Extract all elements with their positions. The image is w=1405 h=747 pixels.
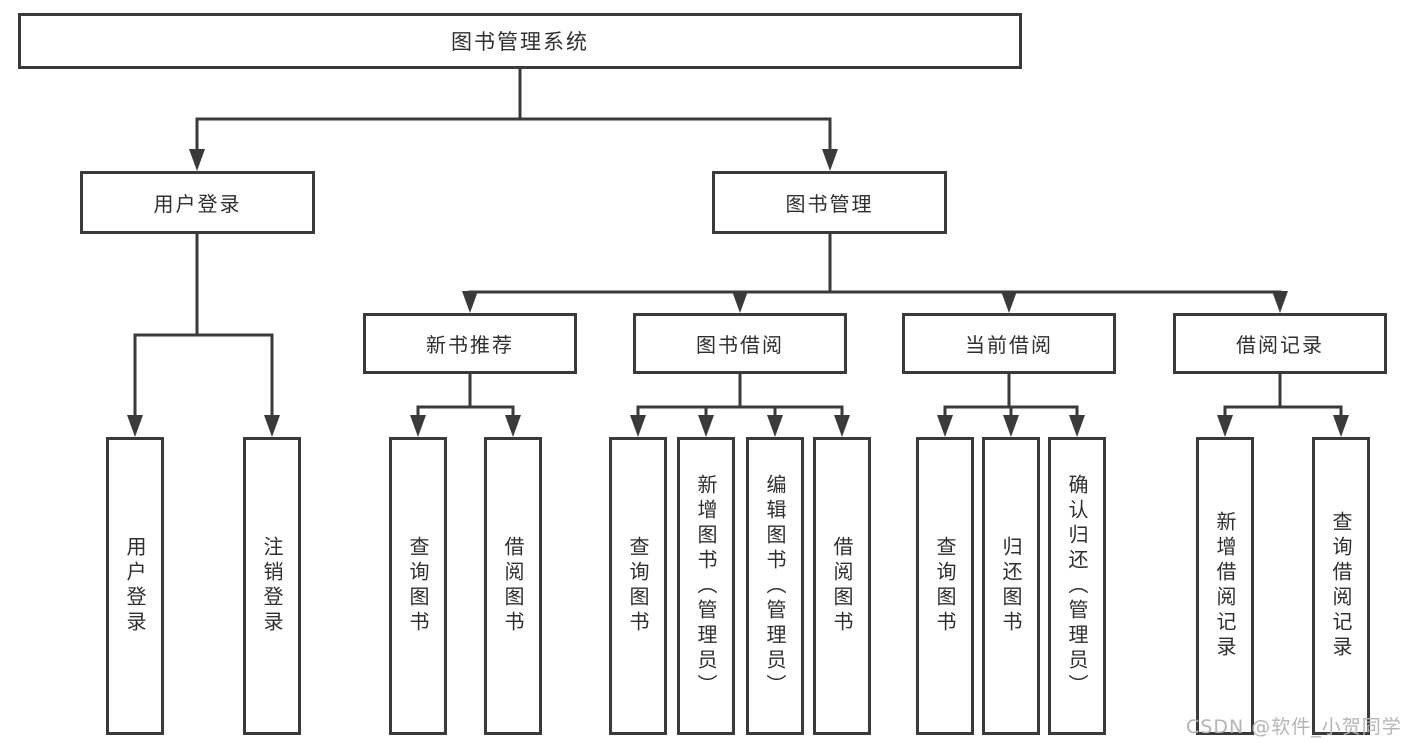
node-label: 图书借阅 xyxy=(696,333,784,357)
node-new-book-recommendation: 新书推荐 xyxy=(363,313,577,374)
node-label: 借阅图书 xyxy=(501,536,525,636)
leaf-return-book: 归还图书 xyxy=(982,437,1040,735)
leaf-edit-book-admin: 编辑图书（管理员） xyxy=(746,437,804,735)
leaf-add-borrow-record: 新增借阅记录 xyxy=(1196,437,1254,735)
node-label: 新增借阅记录 xyxy=(1213,511,1237,661)
leaf-confirm-return-admin: 确认归还（管理员） xyxy=(1048,437,1106,735)
node-label: 确认归还（管理员） xyxy=(1065,473,1089,699)
node-label: 新增图书（管理员） xyxy=(694,473,718,699)
leaf-borrow-books: 借阅图书 xyxy=(813,437,871,735)
node-current-borrowing: 当前借阅 xyxy=(902,313,1116,374)
node-label: 借阅记录 xyxy=(1236,333,1324,357)
node-book-borrowing: 图书借阅 xyxy=(633,313,847,374)
node-label: 归还图书 xyxy=(999,536,1023,636)
node-label: 图书管理系统 xyxy=(451,30,589,54)
node-label: 当前借阅 xyxy=(965,333,1053,357)
leaf-query-books-borrow: 查询图书 xyxy=(609,437,667,735)
node-label: 编辑图书（管理员） xyxy=(763,473,787,699)
leaf-borrow-books-recommend: 借阅图书 xyxy=(484,437,542,735)
node-label: 用户登录 xyxy=(123,536,147,636)
node-label: 图书管理 xyxy=(785,192,874,216)
leaf-query-books-recommend: 查询图书 xyxy=(389,437,447,735)
node-label: 查询图书 xyxy=(933,536,957,636)
node-label: 借阅图书 xyxy=(830,536,854,636)
leaf-user-login: 用户登录 xyxy=(106,437,164,735)
leaf-query-books-current: 查询图书 xyxy=(916,437,974,735)
node-label: 注销登录 xyxy=(260,536,284,636)
csdn-watermark: CSDN @软件_小贺同学 xyxy=(1186,716,1402,738)
node-book-management: 图书管理 xyxy=(712,171,947,234)
node-label: 用户登录 xyxy=(153,192,242,216)
node-label: 查询图书 xyxy=(406,536,430,636)
node-user-login: 用户登录 xyxy=(80,171,315,234)
node-borrowing-records: 借阅记录 xyxy=(1173,313,1387,374)
node-label: 查询借阅记录 xyxy=(1329,511,1353,661)
leaf-query-borrow-record: 查询借阅记录 xyxy=(1312,437,1370,735)
leaf-logout: 注销登录 xyxy=(243,437,301,735)
node-label: 新书推荐 xyxy=(426,333,514,357)
leaf-add-book-admin: 新增图书（管理员） xyxy=(677,437,735,735)
node-label: 查询图书 xyxy=(626,536,650,636)
node-library-management-system: 图书管理系统 xyxy=(18,13,1022,69)
